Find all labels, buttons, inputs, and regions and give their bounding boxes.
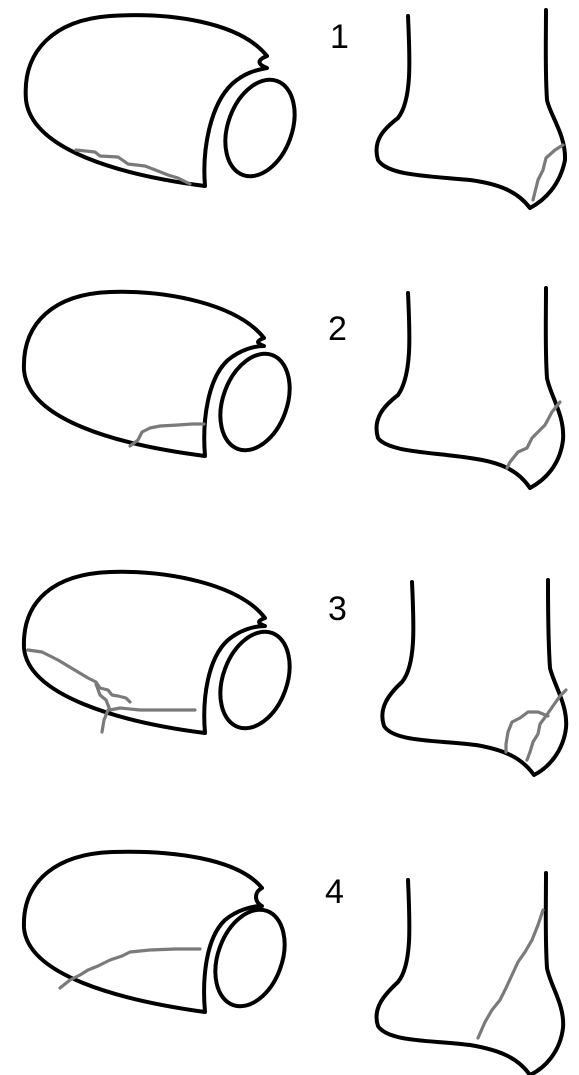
fracture-line xyxy=(28,650,130,702)
lateral-view-1 xyxy=(376,10,565,208)
panel-number: 4 xyxy=(325,873,344,911)
panel-number: 3 xyxy=(328,590,347,628)
lateral-view-4 xyxy=(376,873,563,1075)
talar-dome-ellipse xyxy=(208,344,302,460)
panel-number: 2 xyxy=(328,310,347,348)
talar-dome-ellipse xyxy=(208,622,302,738)
axial-view-3 xyxy=(24,572,302,738)
tibia-outline xyxy=(376,10,565,208)
lateral-view-3 xyxy=(382,580,566,775)
panel-number: 1 xyxy=(330,18,349,56)
panel-1: 1 xyxy=(26,10,565,208)
fracture-line xyxy=(130,424,204,446)
fracture-line xyxy=(96,684,195,710)
lateral-view-2 xyxy=(376,288,563,488)
talar-dome-ellipse xyxy=(203,900,297,1016)
axial-view-2 xyxy=(24,292,302,460)
tibia-outline xyxy=(376,873,563,1075)
panel-3: 3 xyxy=(24,572,566,775)
fracture-line xyxy=(507,402,560,468)
fracture-line xyxy=(478,910,543,1038)
fracture-line xyxy=(506,712,548,752)
fracture-line xyxy=(76,150,190,184)
axial-view-1 xyxy=(26,15,307,186)
tibia-outline xyxy=(382,580,566,775)
axial-view-4 xyxy=(24,852,297,1016)
panel-2: 2 xyxy=(24,288,563,488)
panel-4: 4 xyxy=(24,852,563,1075)
tibia-outline xyxy=(376,288,563,488)
